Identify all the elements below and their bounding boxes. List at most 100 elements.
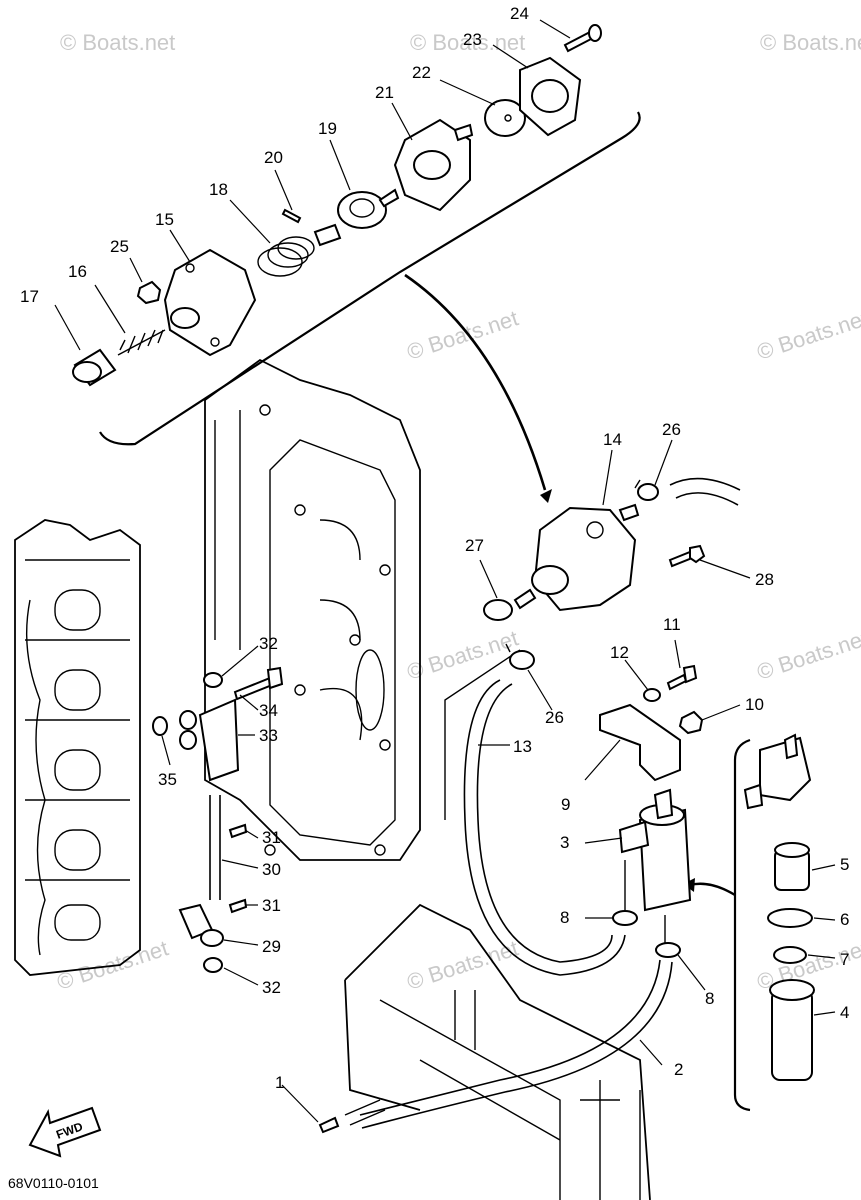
exploded-view-bracket [99,111,641,446]
part-33-joint [179,698,240,782]
exploded-view-arrowhead [540,489,552,503]
watermark: © Boats.net [410,30,525,55]
part-34-bolt [233,666,284,701]
callout-16: 16 [68,262,87,281]
callout-25: 25 [110,237,129,256]
part-35-plug [152,716,168,736]
lower-cowling [344,903,651,1200]
callout-12: 12 [610,643,629,662]
part-26-clip-upper [634,479,659,501]
part-22-diaphragm [484,99,526,137]
part-15-pump-cover [163,248,257,357]
part-7-float [773,946,807,964]
part-24-screw [563,24,602,53]
part-23-cap [519,56,582,137]
callout-33: 33 [259,726,278,745]
part-6-o-ring [767,908,813,928]
callout-21: 21 [375,83,394,102]
part-1-bolt [318,1099,386,1134]
callout-19: 19 [318,119,337,138]
part-9-bracket [599,703,681,782]
part-5-element [774,842,810,891]
cylinder-block [204,358,421,861]
fwd-arrow: FWD [28,1106,102,1158]
part-19-diaphragm [313,191,387,247]
watermark: © Boats.net [60,30,175,55]
part-20-pin [281,208,302,224]
callout-27: 27 [465,536,484,555]
diagram-code: 68V0110-0101 [8,1175,99,1191]
part-4-cup [769,979,815,1081]
callout-15: 15 [155,210,174,229]
fuel-hose-2 [359,959,673,1129]
part-27-o-ring [483,599,513,621]
callout-23: 23 [463,30,482,49]
callout-11: 11 [663,615,681,634]
callout-30: 30 [262,860,281,879]
callout-9: 9 [561,795,570,814]
part-21-pump-body [378,118,474,212]
watermark: © Boats.net [754,305,861,364]
callout-22: 22 [412,63,431,82]
callout-14: 14 [603,430,622,449]
fuel-hose-13 [463,679,626,976]
callout-28: 28 [755,570,774,589]
callout-8-left: 8 [560,908,569,927]
part-12-washer [643,688,661,702]
callout-35: 35 [158,770,177,789]
callout-7: 7 [840,950,849,969]
part-25-nut [136,280,162,305]
part-31-clip-lower [228,898,248,914]
callout-26-upper: 26 [662,420,681,439]
callout-labels: 1 2 3 4 5 6 7 8 8 9 10 11 12 13 14 15 16… [20,4,849,1092]
part-16-spring [117,329,166,356]
watermark: © Boats.net [404,625,521,684]
callout-29: 29 [262,937,281,956]
callout-1: 1 [275,1073,284,1092]
callout-32-upper: 32 [259,634,278,653]
callout-20: 20 [264,148,283,167]
callout-5: 5 [840,855,849,874]
filter-body-exploded [743,733,812,810]
exploded-view-arrow [404,273,547,491]
part-17-piston [72,348,117,387]
callout-6: 6 [840,910,849,929]
part-14-fuel-pump [513,503,640,612]
part-30-hose [209,795,221,900]
callout-34: 34 [259,701,278,720]
leader-lines [54,19,836,1123]
callout-8-right: 8 [705,989,714,1008]
filter-exploded-arrow [689,882,736,897]
part-11-bolt [666,664,698,691]
callout-13: 13 [513,737,532,756]
part-26-clip-lower [505,643,535,670]
callout-32-lower: 32 [262,978,281,997]
part-8-clamp-left [612,910,638,926]
callout-18: 18 [209,180,228,199]
watermark: © Boats.net [404,305,521,364]
callout-31-lower: 31 [262,896,281,915]
part-10-nut [678,710,704,735]
fuel-hose-upper [669,477,741,506]
intake-manifold [14,519,141,976]
part-31-clip-upper [228,823,248,839]
callout-17: 17 [20,287,39,306]
callout-2: 2 [674,1060,683,1079]
part-32-washer-upper [203,672,223,688]
part-32-washer-lower [203,957,223,973]
watermark: © Boats.net [754,625,861,684]
hose-leader [444,649,521,820]
part-28-bolt [668,544,706,568]
callout-31-upper: 31 [262,828,281,847]
watermark: © Boats.net [760,30,861,55]
callout-3: 3 [560,833,569,852]
filter-exploded-bracket [733,738,751,1112]
callout-26-lower: 26 [545,708,564,727]
callout-24: 24 [510,4,529,23]
part-18-spring [257,236,315,277]
part-29-joint [178,903,224,947]
part-3-fuel-filter [618,788,692,950]
callout-4: 4 [840,1003,849,1022]
callout-10: 10 [745,695,764,714]
